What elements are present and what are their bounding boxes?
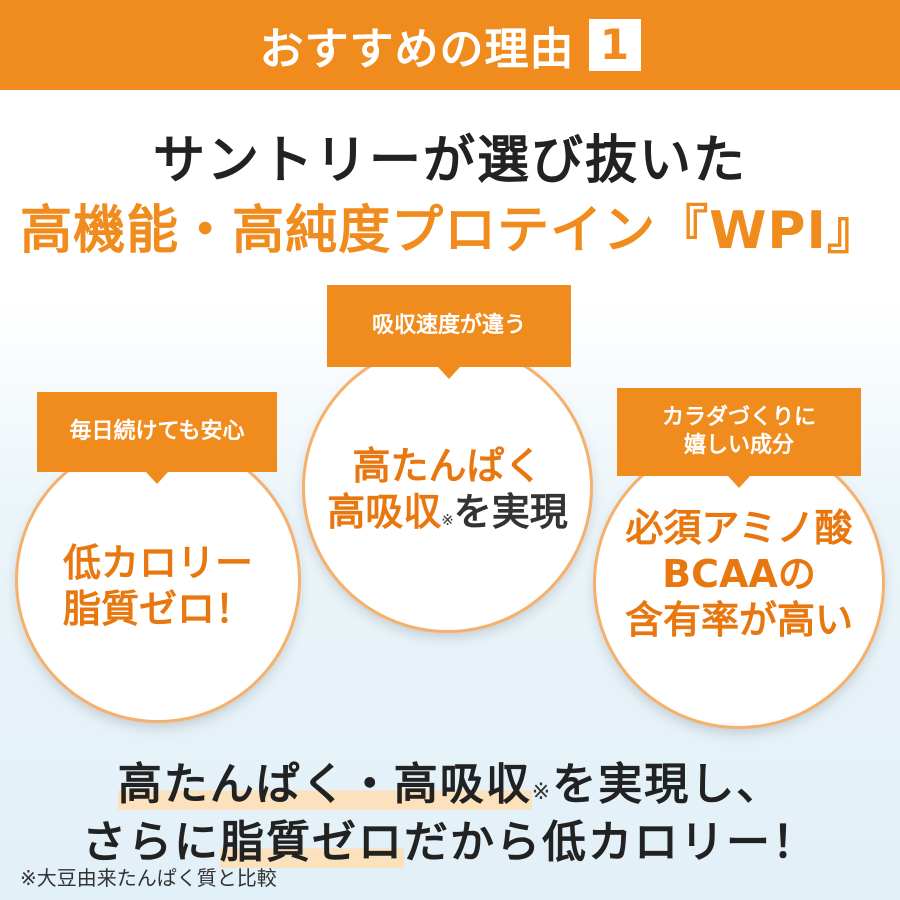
circle-absorption-line-2b: を実現 (453, 490, 568, 534)
reason-banner: おすすめの理由 1 (0, 0, 900, 90)
summary-line-2: さらに脂質ゼロだから低カロリー！ (0, 806, 900, 870)
circle-calorie-line-2: 脂質ゼロ！ (62, 587, 253, 631)
footnote: ※大豆由来たんぱく質と比較 (20, 866, 277, 890)
summary-line-1a: 高たんぱく・高吸収 (117, 759, 532, 810)
circle-calorie-text: 低カロリー 脂質ゼロ！ (18, 540, 298, 632)
banner-title: おすすめの理由 (259, 24, 575, 75)
circle-calorie-line-1: 低カロリー (62, 541, 253, 585)
tag-calorie-text: 毎日続けても安心 (69, 419, 245, 444)
circle-absorption: 高たんぱく 高吸収※を実現 (305, 345, 590, 630)
tag-absorption-text: 吸収速度が違う (371, 313, 526, 338)
summary-line-2c: だから低カロリー！ (404, 817, 818, 868)
tag-absorption: 吸収速度が違う (327, 285, 571, 379)
circle-absorption-text: 高たんぱく 高吸収※を実現 (305, 443, 590, 543)
tag-bcaa: カラダづくりに 嬉しい成分 (617, 388, 861, 488)
summary-line-2b: 脂質ゼロ (220, 817, 404, 868)
headline-line-1: サントリーが選び抜いた (152, 131, 747, 191)
circle-bcaa-line-1: 必須アミノ酸 (625, 506, 853, 550)
circle-calorie: 低カロリー 脂質ゼロ！ (18, 440, 298, 720)
tag-bcaa-line-2: 嬉しい成分 (683, 433, 794, 458)
footnote-mark: ※ (441, 511, 454, 529)
summary-line-2a: さらに (82, 817, 220, 868)
summary-line-1b: を実現し、 (552, 759, 783, 810)
headline-line-2: 高機能・高純度プロテイン『WPI』 (20, 201, 880, 261)
circle-absorption-line-2a: 高吸収 (327, 490, 442, 534)
circle-bcaa-line-3: 含有率が高い (624, 598, 853, 642)
circle-bcaa-line-2: BCAAの (662, 552, 816, 596)
circle-absorption-line-2: 高吸収※を実現 (305, 489, 590, 543)
tag-bcaa-line-1: カラダづくりに (661, 405, 816, 430)
circle-absorption-line-1: 高たんぱく (352, 444, 543, 488)
summary-line-1: 高たんぱく・高吸収※を実現し、 (0, 748, 900, 812)
tag-calorie: 毎日続けても安心 (37, 392, 277, 484)
summary-footnote-mark: ※ (531, 780, 553, 805)
circle-bcaa-text: 必須アミノ酸 BCAAの 含有率が高い (596, 505, 882, 643)
banner-number-badge: 1 (588, 19, 641, 71)
